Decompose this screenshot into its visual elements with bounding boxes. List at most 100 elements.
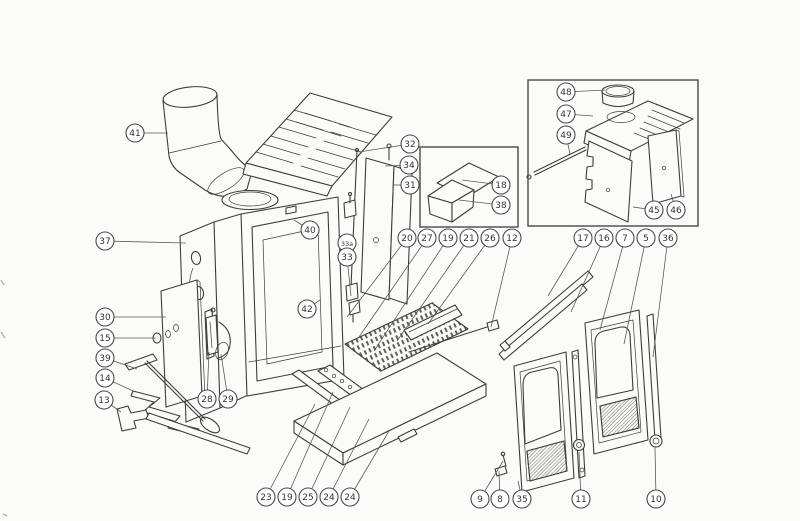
callout-number: 38 — [495, 201, 507, 211]
callout-25: 25 — [298, 406, 351, 507]
callout-30: 30 — [95, 307, 166, 327]
callout-number: 35 — [516, 495, 527, 505]
callout-19: 19 — [373, 228, 458, 352]
callout-31: 31 — [394, 175, 420, 195]
callout-48: 48 — [556, 82, 606, 102]
callout-circle — [319, 487, 339, 507]
callout-26: 26 — [427, 228, 500, 325]
callout-leader-line — [427, 237, 491, 325]
callout-18: 18 — [461, 175, 511, 195]
callout-leader-line — [599, 237, 626, 331]
callout-16: 16 — [570, 228, 614, 313]
callout-15: 15 — [95, 328, 156, 348]
callout-circle — [95, 348, 115, 368]
callout-circle — [502, 228, 522, 248]
callout-circle — [298, 487, 318, 507]
inset-box-2 — [527, 79, 699, 227]
callout-number: 26 — [484, 234, 496, 244]
base-tray-drawing — [293, 352, 487, 466]
callout-number: 12 — [506, 234, 517, 244]
callout-leader-line — [358, 237, 428, 338]
left-door-drawing — [513, 349, 586, 493]
callout-leader-line — [349, 430, 390, 498]
callout-38: 38 — [458, 195, 511, 215]
callout-number: 32 — [404, 140, 415, 150]
callout-circle — [340, 487, 360, 507]
callout-number: 11 — [575, 495, 586, 505]
callout-number: 41 — [129, 129, 140, 139]
callout-49: 49 — [556, 125, 576, 155]
callout-number: 39 — [99, 354, 111, 364]
callout-number: 31 — [404, 181, 415, 191]
flue-collar-drawing — [221, 189, 279, 211]
callout-5: 5 — [623, 228, 656, 345]
callout-leader-line — [490, 237, 513, 328]
callout-number: 28 — [201, 395, 213, 405]
callout-19: 19 — [277, 391, 334, 507]
callout-circle — [125, 123, 145, 143]
callout-27: 27 — [358, 228, 437, 338]
callout-14: 14 — [95, 368, 134, 392]
callout-circle — [95, 368, 115, 388]
callout-13: 13 — [94, 390, 122, 413]
callout-circle — [94, 390, 114, 410]
retainer-plate-drawing — [403, 304, 463, 341]
callout-leader-line — [623, 237, 647, 345]
callout-circle — [95, 328, 115, 348]
callout-circle — [218, 389, 238, 409]
callout-number: 24 — [323, 493, 335, 503]
callout-circle — [636, 228, 656, 248]
callout-number: 29 — [222, 395, 234, 405]
callout-40: 40 — [293, 219, 320, 240]
callout-circle — [480, 228, 500, 248]
callout-circle — [438, 228, 458, 248]
callout-circle — [397, 228, 417, 248]
callout-circle — [556, 82, 576, 102]
callout-circle — [512, 489, 532, 509]
callout-41: 41 — [125, 123, 168, 143]
callout-leader-line — [104, 240, 187, 244]
callout-29: 29 — [218, 353, 238, 409]
callout-leader-line — [652, 237, 669, 358]
tools-drawing — [116, 353, 251, 455]
callout-circle — [491, 195, 511, 215]
callout-number: 18 — [495, 181, 507, 191]
callout-circle — [556, 125, 576, 145]
callout-number: 33 — [341, 253, 352, 263]
callout-24: 24 — [340, 430, 390, 507]
callout-20: 20 — [346, 228, 417, 318]
callout-number: 40 — [304, 226, 316, 236]
callout-circle — [556, 104, 576, 124]
callout-24: 24 — [319, 418, 370, 507]
callout-37: 37 — [95, 231, 187, 251]
callout-number: 19 — [442, 234, 454, 244]
callout-8: 8 — [490, 470, 510, 509]
inset-box-1 — [419, 146, 519, 228]
callout-number: 13 — [98, 396, 109, 406]
callout-leader-line — [396, 237, 470, 342]
callout-7: 7 — [599, 228, 635, 331]
callout-number: 14 — [99, 374, 111, 384]
callout-leader-line — [286, 391, 334, 498]
callout-circle — [277, 487, 297, 507]
callout-circle — [644, 200, 664, 220]
door-knobs-drawing — [572, 434, 663, 452]
callout-circle — [594, 228, 614, 248]
callout-10: 10 — [646, 446, 666, 509]
callout-21: 21 — [396, 228, 479, 342]
callout-circle — [490, 489, 510, 509]
callout-circle — [459, 228, 479, 248]
callout-number: 19 — [281, 493, 293, 503]
callout-circle — [95, 307, 115, 327]
surround-inset-drawing — [526, 84, 694, 223]
callout-leader-line — [265, 403, 316, 498]
callout-number: 47 — [560, 110, 571, 120]
callout-circle — [658, 228, 678, 248]
callout-number: 20 — [401, 234, 413, 244]
callout-12: 12 — [490, 228, 522, 328]
callout-circle — [417, 228, 437, 248]
callout-number: 17 — [577, 234, 588, 244]
callout-number: 9 — [477, 495, 483, 505]
callout-number: 10 — [650, 495, 662, 505]
